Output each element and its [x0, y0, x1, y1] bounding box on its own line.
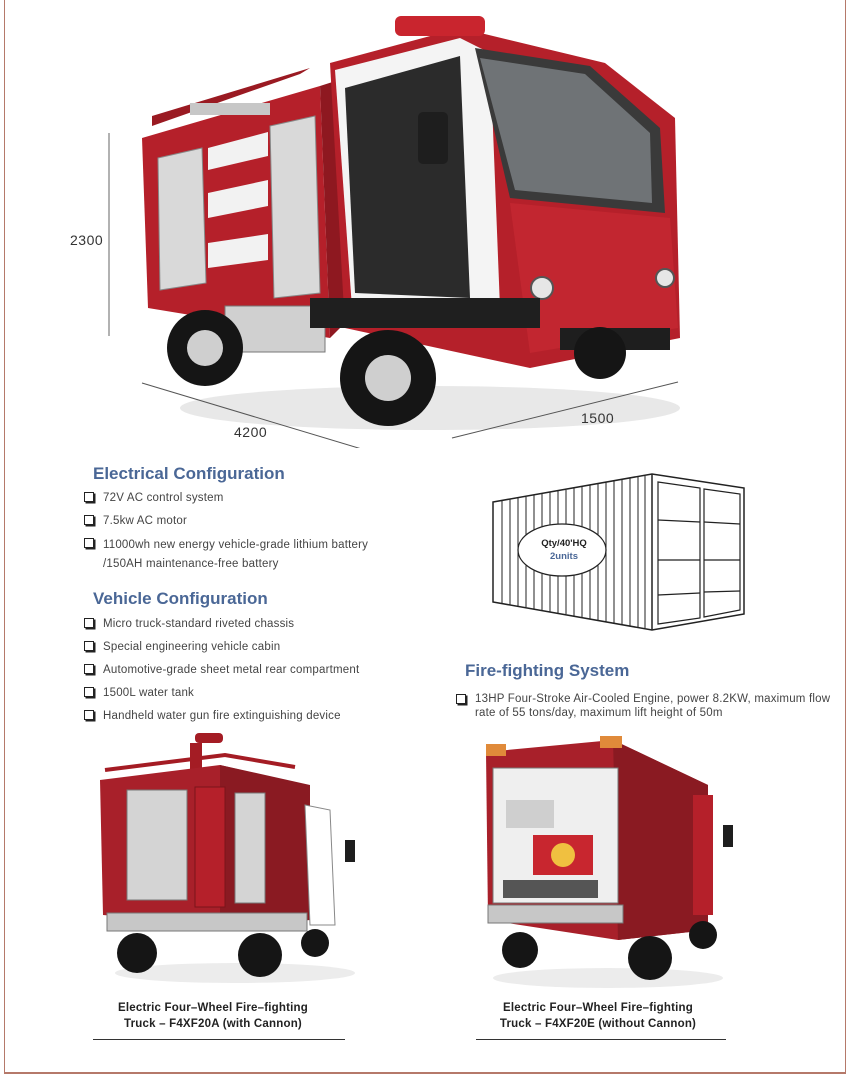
firefighting-system-list: 13HP Four-Stroke Air-Cooled Engine, powe…	[455, 692, 840, 727]
width-label: 1500	[581, 410, 615, 426]
product-caption-a: Electric Four–Wheel Fire–fighting Truck …	[78, 1000, 348, 1032]
list-item: Micro truck-standard riveted chassis	[83, 616, 403, 632]
checkbox-bullet-icon	[84, 538, 94, 548]
checkbox-bullet-icon	[84, 492, 94, 502]
product-caption-a-line1: Electric Four–Wheel Fire–fighting	[118, 1002, 308, 1014]
checkbox-bullet-icon	[84, 687, 94, 697]
checkbox-bullet-icon	[84, 641, 94, 651]
list-item: 72V AC control system	[83, 490, 373, 506]
checkbox-bullet-icon	[84, 710, 94, 720]
container-qty-badge: Qty/40'HQ 2units	[522, 537, 606, 563]
product-caption-b-line2: Truck – F4XF20E (without Cannon)	[499, 1018, 697, 1030]
electrical-config-list: 72V AC control system 7.5kw AC motor 110…	[83, 490, 373, 581]
truck-with-cannon-image	[100, 733, 355, 983]
list-item: 1500L water tank	[83, 685, 403, 701]
list-item: Handheld water gun fire extinguishing de…	[83, 708, 403, 724]
vehicle-config-title: Vehicle Configuration	[93, 589, 268, 608]
vehicle-config-list: Micro truck-standard riveted chassis Spe…	[83, 616, 403, 731]
shipping-container-image	[492, 473, 745, 631]
list-item: 11000wh new energy vehicle-grade lithium…	[83, 536, 373, 574]
checkbox-bullet-icon	[84, 618, 94, 628]
list-item: 7.5kw AC motor	[83, 513, 373, 529]
list-item: 13HP Four-Stroke Air-Cooled Engine, powe…	[455, 692, 840, 720]
firefighting-system-title: Fire-fighting System	[465, 661, 630, 680]
electrical-config-title: Electrical Configuration	[93, 464, 285, 483]
caption-a-underline	[93, 1039, 345, 1040]
product-caption-b-line1: Electric Four–Wheel Fire–fighting	[503, 1002, 693, 1014]
truck-without-cannon-image	[486, 736, 733, 988]
container-qty-value: 2units	[550, 551, 578, 562]
checkbox-bullet-icon	[84, 664, 94, 674]
checkbox-bullet-icon	[456, 694, 466, 704]
page-frame	[4, 0, 846, 1074]
list-item: Automotive-grade sheet metal rear compar…	[83, 662, 403, 678]
checkbox-bullet-icon	[84, 515, 94, 525]
product-caption-a-line2: Truck – F4XF20A (with Cannon)	[124, 1018, 302, 1030]
caption-b-underline	[476, 1039, 726, 1040]
height-label: 2300	[70, 232, 104, 248]
length-label: 4200	[234, 424, 268, 440]
product-caption-b: Electric Four–Wheel Fire–fighting Truck …	[462, 1000, 734, 1032]
main-truck-image	[141, 16, 680, 448]
container-qty-label: Qty/40'HQ	[541, 538, 587, 549]
list-item: Special engineering vehicle cabin	[83, 639, 403, 655]
height-dimension-line	[108, 133, 110, 336]
